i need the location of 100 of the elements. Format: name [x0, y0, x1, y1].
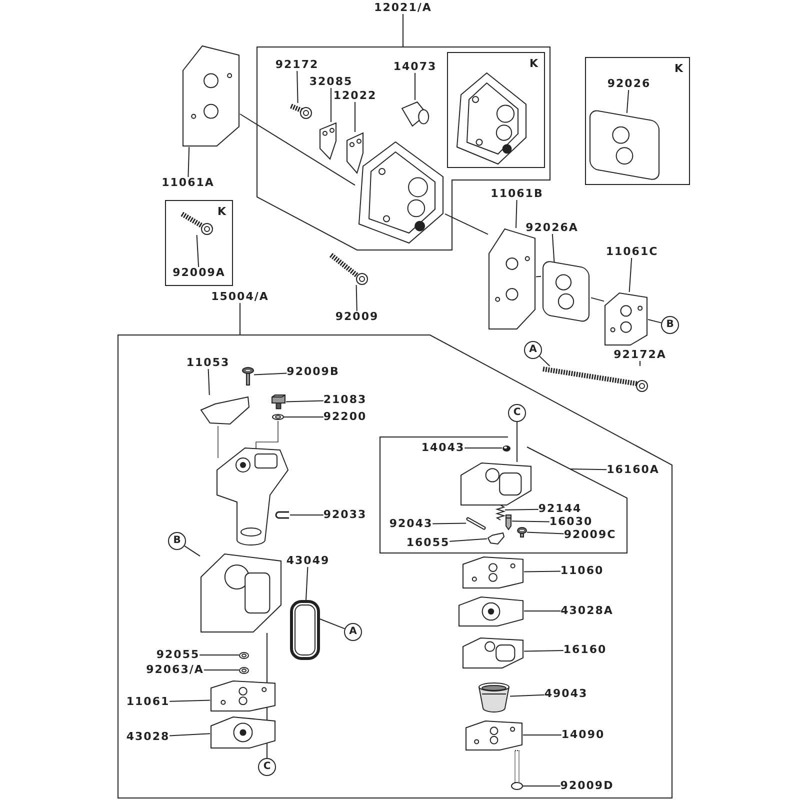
leader-line: [444, 213, 488, 235]
leader-line: [626, 90, 630, 114]
cap-drawing: [271, 394, 286, 409]
leader-line: [526, 532, 564, 534]
part-number: 11061B: [490, 188, 544, 200]
pump-cover-drawing: [462, 637, 524, 669]
reference-letter-circle: C: [258, 758, 276, 776]
part-number: 92009B: [286, 366, 340, 378]
leader-line: [169, 700, 210, 702]
part-number: 92172: [275, 59, 319, 71]
leader-line: [254, 372, 288, 376]
part-number: 92026: [607, 78, 651, 90]
part-number: 92009C: [564, 529, 616, 541]
part-number: 92009: [335, 311, 379, 323]
gasket-drawing: [462, 556, 524, 589]
part-number: 92026A: [526, 222, 578, 234]
leader-line: [432, 522, 466, 524]
leader-line: [552, 234, 555, 262]
leader-line: [516, 200, 518, 228]
part-number: 92063/A: [146, 664, 204, 676]
leader-line: [402, 14, 404, 48]
leader-line: [516, 422, 518, 462]
pin-drawing: [466, 517, 486, 530]
leader-line: [286, 400, 324, 402]
plug-drawing: [502, 445, 511, 452]
part-number: 14090: [561, 729, 605, 741]
screw-drawing: [242, 367, 254, 386]
leader-line: [354, 102, 356, 132]
reference-letter-circle: B: [168, 532, 186, 550]
leader-line: [504, 508, 539, 510]
plate-drawing: [345, 132, 365, 174]
spring-drawing: [496, 505, 505, 520]
part-number: 14043: [421, 442, 465, 454]
part-number: 43028A: [560, 605, 614, 617]
kit-letter: K: [529, 57, 538, 70]
part-number: 12021/A: [374, 2, 432, 14]
clip-drawing: [276, 511, 290, 519]
assembly-frame: [118, 335, 672, 798]
leader-line: [414, 72, 416, 100]
leader-line: [356, 284, 358, 312]
part-number: 11061A: [162, 177, 214, 189]
part-number: 11053: [186, 357, 230, 369]
diaphragm-drawing: [458, 596, 524, 627]
part-number: 92172A: [614, 349, 666, 361]
plate-drawing: [318, 122, 338, 160]
part-number: 16030: [549, 516, 593, 528]
leader-line: [169, 733, 210, 736]
part-number: 11061: [126, 696, 170, 708]
part-number: 49043: [544, 688, 588, 700]
screw-drawing: [511, 750, 523, 790]
washer-drawing: [272, 414, 284, 420]
part-number: 92043: [389, 518, 433, 530]
bolt-drawing: [288, 103, 312, 119]
leader-line: [512, 520, 550, 522]
part-number: 11060: [560, 565, 604, 577]
leader-line: [296, 70, 298, 104]
part-number: 92055: [156, 649, 200, 661]
leader-line: [628, 258, 632, 292]
leader-line: [524, 570, 561, 572]
leader-line: [184, 545, 200, 557]
carburetor-body-drawing: [200, 553, 282, 633]
leader-line: [196, 234, 200, 268]
gasket-drawing: [465, 720, 523, 751]
kit-frame: [165, 200, 233, 286]
bolt-drawing: [179, 211, 213, 235]
leader-line: [648, 319, 662, 324]
part-number: 92144: [538, 503, 582, 515]
leader-line: [449, 538, 488, 542]
part-number: 21083: [323, 394, 367, 406]
leader-line: [524, 650, 564, 652]
leader-line: [536, 276, 542, 278]
kit-letter: K: [217, 205, 226, 218]
leader-line: [208, 368, 210, 396]
part-number: 43028: [126, 731, 170, 743]
part-number: 16160A: [606, 464, 660, 476]
leader-line: [199, 654, 240, 656]
leader-line: [284, 416, 324, 418]
part-number: 11061C: [606, 246, 658, 258]
needle-drawing: [505, 514, 512, 530]
screw-drawing: [517, 527, 527, 538]
part-number: 14073: [393, 61, 437, 73]
leader-line: [306, 566, 308, 600]
leader-line: [330, 88, 332, 122]
part-number: 12022: [333, 90, 377, 102]
reference-letter-circle: A: [344, 623, 362, 641]
diaphragm-drawing: [210, 716, 276, 749]
leader-line: [320, 618, 346, 630]
leader-line: [522, 734, 562, 736]
part-number: 92033: [323, 509, 367, 521]
gasket-drawing: [210, 680, 276, 712]
part-number: 43049: [286, 555, 330, 567]
bolt-drawing: [540, 366, 648, 392]
leader-line: [524, 610, 562, 612]
pump-cover-drawing: [460, 462, 532, 506]
leader-line: [188, 146, 190, 178]
part-number: 16055: [406, 537, 450, 549]
part-number: 16160: [563, 644, 607, 656]
gasket-drawing: [182, 45, 240, 147]
lever-drawing: [200, 395, 250, 425]
part-number: 32085: [309, 76, 353, 88]
